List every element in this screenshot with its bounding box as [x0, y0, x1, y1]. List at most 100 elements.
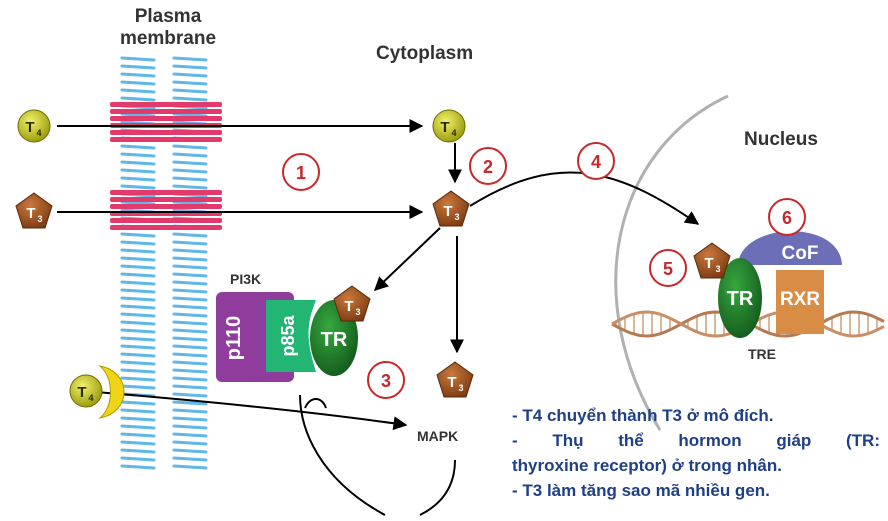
- step-2-marker: 2: [469, 147, 507, 185]
- lipid-row: [172, 184, 208, 190]
- nuclear-receptor-complex: CoF RXR TR: [718, 231, 842, 338]
- lipid-row: [172, 296, 208, 302]
- lipid-row: [172, 264, 208, 270]
- lipid-row: [172, 336, 208, 342]
- t4-molecule-cytoplasm: T 4: [432, 109, 466, 143]
- lipid-row: [172, 440, 208, 446]
- lipid-row: [172, 384, 208, 390]
- lipid-row: [120, 144, 156, 150]
- lipid-row: [172, 328, 208, 334]
- p85a-subunit: [266, 300, 316, 372]
- cytoplasm-label: Cytoplasm: [376, 43, 474, 64]
- lipid-row: [172, 376, 208, 382]
- svg-text:3: 3: [355, 307, 360, 317]
- lipid-row: [172, 96, 208, 102]
- lipid-row: [172, 64, 208, 70]
- tr-label-nucleus: TR: [727, 288, 754, 310]
- lipid-row: [172, 392, 208, 398]
- p85a-label: p85a: [278, 314, 298, 356]
- lipid-row: [120, 360, 156, 366]
- lipid-row: [172, 456, 208, 462]
- lipid-row: [120, 184, 156, 190]
- pi3k-label: PI3K: [230, 271, 262, 287]
- t3-molecule-nucleus: T 3: [693, 242, 731, 279]
- lipid-row: [172, 304, 208, 310]
- cof-label: CoF: [782, 243, 819, 264]
- arrows: [57, 119, 700, 516]
- note-line-3: - T3 làm tăng sao mã nhiều gen.: [512, 481, 770, 500]
- step-5-marker: 5: [649, 249, 687, 287]
- svg-text:1: 1: [296, 163, 306, 183]
- lipid-row: [120, 96, 156, 102]
- lipid-row: [120, 240, 156, 246]
- lipid-row: [120, 400, 156, 406]
- lipid-row: [172, 232, 208, 238]
- lipid-row: [120, 440, 156, 446]
- lipid-row: [120, 112, 156, 118]
- lipid-row: [172, 448, 208, 454]
- rxr-label: RXR: [780, 289, 820, 310]
- svg-text:T: T: [344, 298, 353, 315]
- tr-label-cytoplasm: TR: [321, 329, 348, 351]
- plasma-label-line2: membrane: [119, 28, 217, 49]
- lipid-row: [172, 168, 208, 174]
- svg-text:2: 2: [483, 157, 493, 177]
- svg-text:T: T: [26, 205, 35, 222]
- svg-text:T: T: [440, 119, 449, 136]
- membrane-t4-receptor: [98, 365, 125, 419]
- lipid-row: [120, 464, 156, 470]
- svg-text:T: T: [447, 374, 456, 391]
- step-1-marker: 1: [282, 153, 320, 191]
- lipid-row: [120, 408, 156, 414]
- nuclear-envelope: [614, 94, 729, 431]
- svg-text:3: 3: [381, 371, 391, 391]
- note-line-2b: thyroxine receptor) ở trong nhân.: [512, 456, 782, 475]
- nucleus-label: Nucleus: [744, 129, 818, 150]
- lipid-row: [172, 344, 208, 350]
- lipid-row: [120, 296, 156, 302]
- t4-molecule-outside: T 4: [17, 109, 51, 143]
- t3-molecule-pi3k: T 3: [333, 285, 371, 322]
- lipid-row: [120, 56, 156, 62]
- lipid-row: [172, 160, 208, 166]
- t4-molecule-membrane: T 4: [69, 374, 103, 408]
- step-6-marker: 6: [768, 198, 806, 236]
- t3-molecule-outside: T 3: [15, 192, 53, 229]
- mapk-label: MAPK: [417, 428, 459, 444]
- lipid-row: [120, 232, 156, 238]
- lipid-row: [172, 408, 208, 414]
- lipid-row: [120, 64, 156, 70]
- lipid-row: [172, 56, 208, 62]
- lipid-row: [120, 336, 156, 342]
- lipid-row: [172, 112, 208, 118]
- lipid-row: [120, 304, 156, 310]
- svg-text:4: 4: [591, 152, 601, 172]
- lipid-row: [172, 152, 208, 158]
- tr-receptor-nucleus: [718, 258, 762, 338]
- lipid-row: [120, 288, 156, 294]
- svg-text:T: T: [704, 255, 713, 272]
- lipid-row: [172, 424, 208, 430]
- lipid-row: [120, 384, 156, 390]
- lipid-row: [120, 72, 156, 78]
- lipid-row: [120, 256, 156, 262]
- lipid-row: [120, 352, 156, 358]
- lipid-row: [172, 416, 208, 422]
- lipid-row: [120, 344, 156, 350]
- lipid-row: [172, 272, 208, 278]
- lipid-row: [120, 80, 156, 86]
- lipid-row: [120, 312, 156, 318]
- svg-text:3: 3: [458, 383, 463, 393]
- lipid-row: [120, 264, 156, 270]
- arrow-crossover: [304, 398, 327, 409]
- svg-text:3: 3: [715, 264, 720, 274]
- lipid-row: [120, 200, 156, 206]
- lipid-row: [120, 368, 156, 374]
- pi3k-complex: p110 p85a TR: [216, 292, 358, 382]
- lipid-row: [172, 360, 208, 366]
- cof-coactivator: [738, 231, 842, 265]
- note-line-1: - T4 chuyển thành T3 ở mô đích.: [512, 406, 774, 425]
- lipid-row: [120, 160, 156, 166]
- lipid-row: [120, 320, 156, 326]
- lipid-row: [120, 248, 156, 254]
